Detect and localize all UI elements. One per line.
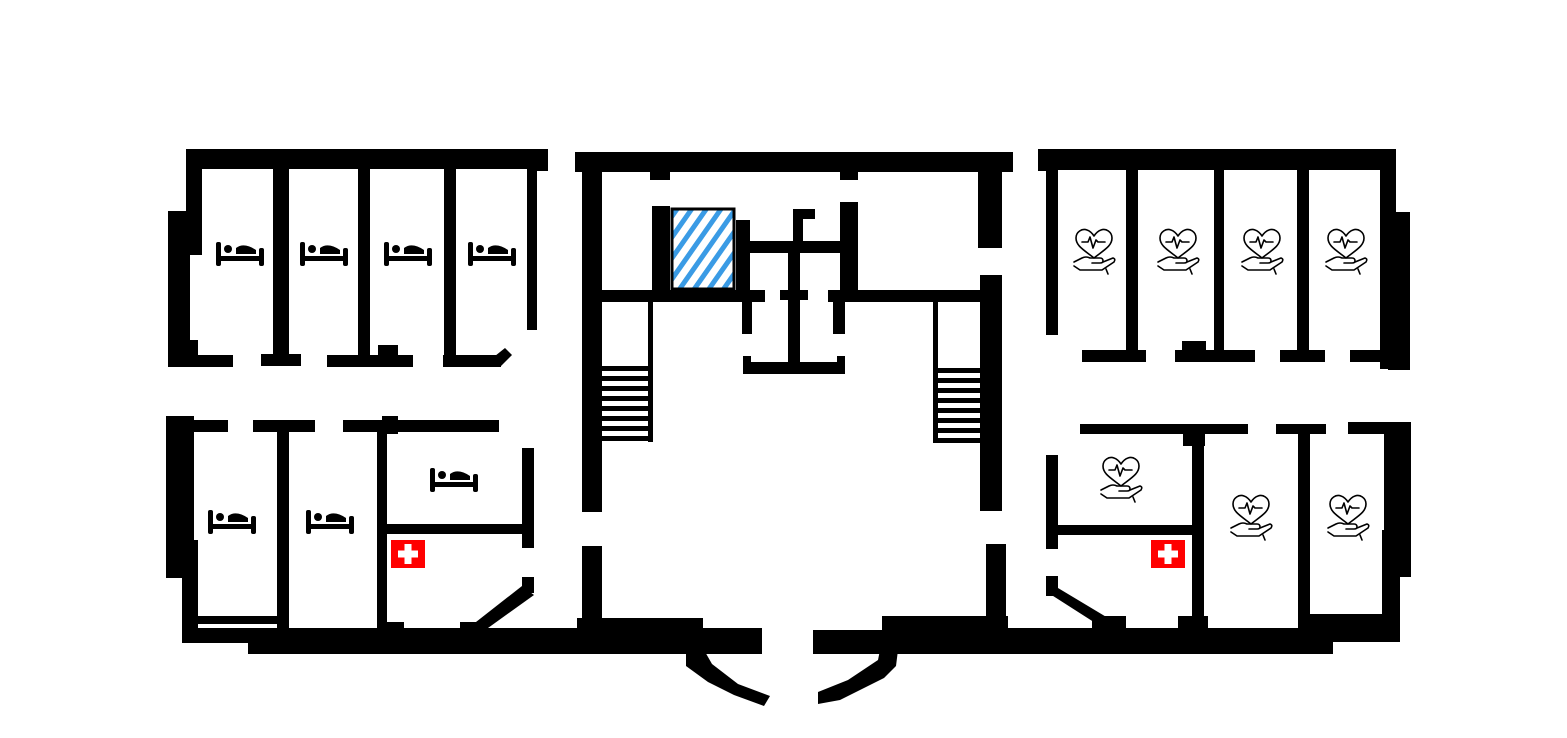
wall [978, 152, 1002, 248]
wall [384, 524, 524, 534]
wall [582, 152, 602, 512]
wall [743, 356, 751, 368]
wall [813, 640, 1333, 654]
wall [1350, 350, 1408, 362]
right-wing [813, 149, 1411, 704]
heart-in-hand-icon [1327, 494, 1370, 541]
wall [377, 420, 387, 634]
elevator-shaft [670, 207, 736, 291]
wall [358, 165, 370, 360]
wall [780, 290, 808, 300]
bed-icon [216, 242, 264, 266]
wall [1046, 455, 1058, 549]
wall [1214, 165, 1224, 355]
wall [980, 275, 1002, 511]
wall [380, 622, 404, 634]
wall [186, 149, 548, 169]
center-core [575, 152, 1013, 628]
wall [273, 165, 289, 360]
wall [700, 630, 762, 650]
wall [248, 638, 762, 654]
wall [743, 362, 845, 374]
left-wing [166, 149, 770, 706]
wall [1276, 424, 1326, 434]
heart-in-hand-icon [1230, 494, 1273, 541]
wall [686, 650, 770, 706]
wall [986, 544, 1006, 628]
wall [277, 428, 289, 634]
wall [650, 168, 670, 180]
wall [736, 220, 750, 300]
wall [378, 345, 398, 359]
wall [1038, 149, 1396, 170]
wall [1046, 165, 1058, 335]
wall [793, 209, 803, 245]
wall [527, 165, 537, 330]
wall [168, 211, 190, 367]
wall [1280, 350, 1325, 362]
wall [182, 616, 282, 624]
wall [575, 152, 1013, 172]
wall [840, 202, 858, 298]
wall [577, 618, 703, 638]
wall [833, 296, 845, 334]
bed-icon [468, 242, 516, 266]
wall [1000, 628, 1300, 638]
stair-left [600, 300, 653, 442]
wall [182, 540, 198, 642]
wall [828, 290, 988, 302]
wall [168, 355, 233, 367]
bed-icon [208, 510, 256, 534]
bed-icon [300, 242, 348, 266]
wall [837, 356, 845, 368]
red-cross-icon [391, 540, 425, 568]
wall [1297, 165, 1309, 355]
wall [253, 420, 315, 432]
bed-icon [384, 242, 432, 266]
bed-icon [430, 468, 478, 492]
wall [327, 355, 413, 367]
wall [793, 209, 815, 219]
wall [460, 622, 488, 634]
heart-in-hand-icon [1157, 228, 1200, 275]
wall [444, 165, 456, 360]
wall [788, 250, 800, 365]
wall [1082, 350, 1146, 362]
wall [840, 168, 858, 180]
wall [261, 354, 301, 366]
heart-in-hand-icon [1325, 228, 1368, 275]
wall [443, 355, 501, 367]
heart-in-hand-icon [1241, 228, 1284, 275]
wall [343, 420, 499, 432]
wall [595, 290, 765, 302]
wall [537, 149, 548, 171]
wall [742, 296, 752, 334]
wall [582, 546, 602, 626]
wall [382, 416, 398, 434]
wall [1038, 149, 1048, 171]
wall [1298, 430, 1310, 640]
wall [1126, 165, 1138, 355]
wall [1182, 341, 1206, 357]
wall [522, 448, 534, 548]
wall [166, 420, 228, 432]
wall [818, 650, 898, 704]
wall [1192, 434, 1204, 636]
wall [1056, 525, 1196, 535]
wall [652, 206, 670, 296]
bed-icon [306, 510, 354, 534]
wall [1388, 212, 1410, 370]
stair-right [933, 300, 985, 443]
wall [495, 348, 512, 367]
heart-in-hand-icon [1073, 228, 1116, 275]
wall [1080, 424, 1248, 434]
wall [742, 241, 842, 253]
red-cross-icon [1151, 540, 1185, 568]
room-icons [208, 228, 1370, 568]
heart-in-hand-icon [1100, 456, 1143, 503]
wall [476, 586, 534, 628]
